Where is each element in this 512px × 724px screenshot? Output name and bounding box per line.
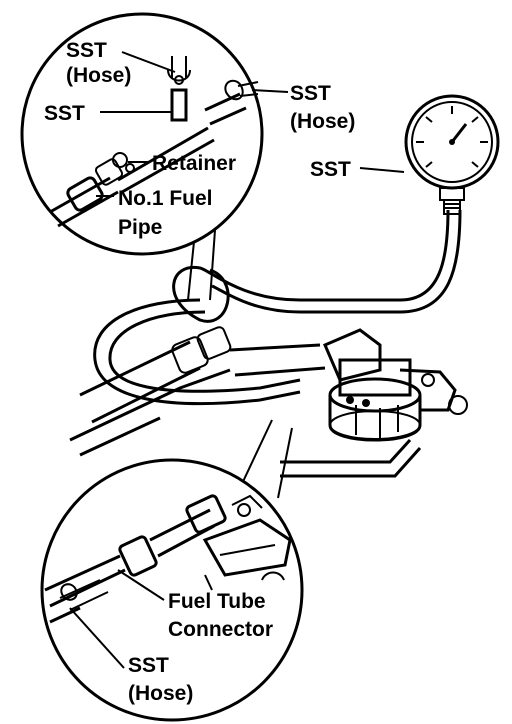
label-sst-hose-bottom-sub: (Hose) <box>128 682 193 705</box>
label-fuel-tube-sub: Connector <box>168 618 273 641</box>
label-retainer: Retainer <box>152 152 236 175</box>
gauge-hose <box>172 209 450 323</box>
hose-clamp-icon <box>167 56 191 85</box>
leader-lines <box>69 51 405 669</box>
left-loop-hose <box>93 298 301 406</box>
label-sst-gauge: SST <box>310 158 351 181</box>
callout-labels: SST (Hose) SST SST (Hose) Retainer No.1 … <box>44 39 355 705</box>
label-sst-tee: SST <box>44 102 85 125</box>
label-sst-hose-right: SST <box>290 82 331 105</box>
label-sst-hose-bottom: SST <box>128 654 169 677</box>
label-sst-hose-right-sub: (Hose) <box>290 110 355 133</box>
main-hoses <box>69 209 462 478</box>
label-fuel-tube: Fuel Tube <box>168 590 266 613</box>
label-sst-hose-top: SST <box>66 39 107 62</box>
label-fuel-pipe: No.1 Fuel <box>118 187 213 210</box>
label-sst-hose-top-sub: (Hose) <box>66 64 131 87</box>
bottom-detail-circle <box>40 419 304 722</box>
top-detail-circle <box>20 12 264 301</box>
pressure-gauge-icon <box>404 94 500 215</box>
label-fuel-pipe-sub: Pipe <box>118 216 162 239</box>
fuel-filter-icon <box>323 328 468 442</box>
